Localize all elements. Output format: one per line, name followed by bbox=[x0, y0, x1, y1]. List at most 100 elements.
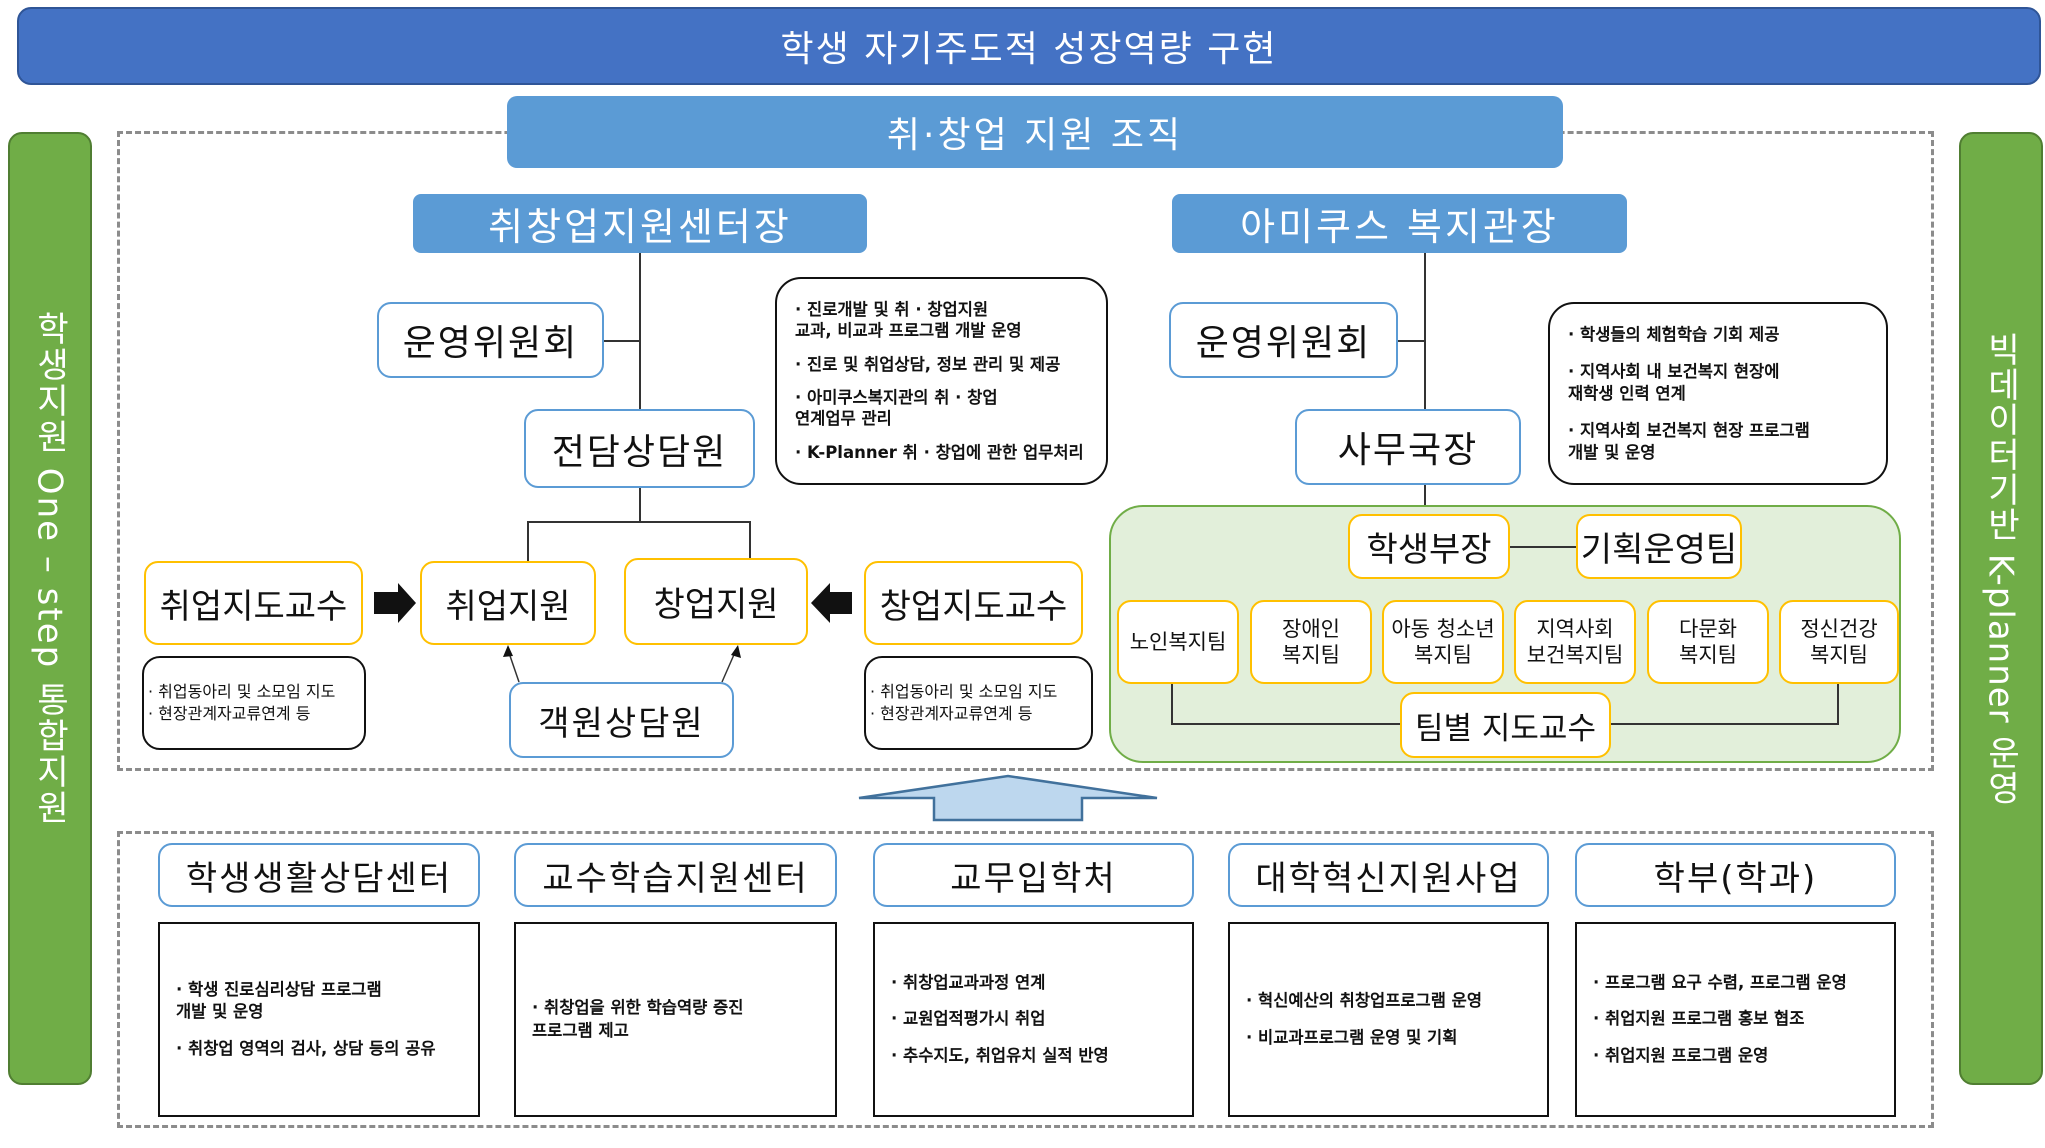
guest-counselor-label: 객원상담원 bbox=[538, 703, 705, 744]
department-item: · 교원업적평가시 취업 bbox=[891, 1009, 1046, 1029]
student-manager-label: 학생부장 bbox=[1366, 530, 1492, 570]
dedicated-counselor-node: 전담상담원 bbox=[524, 409, 755, 488]
department-item: · 취창업 영역의 검사, 상담 등의 공유 bbox=[176, 1038, 436, 1058]
planning-team-label: 기획운영팀 bbox=[1580, 530, 1738, 570]
career-committee-label: 운영위원회 bbox=[402, 323, 579, 364]
career-center-head-label: 취창업지원센터장 bbox=[488, 205, 792, 249]
department-header: 교무입학처 bbox=[873, 843, 1194, 907]
planning-team-node: 기획운영팀 bbox=[1576, 514, 1742, 579]
department-item: · 학생 진로심리상담 프로그램 개발 및 운영 bbox=[176, 980, 382, 1022]
org-banner-title: 취·창업 지원 조직 bbox=[886, 115, 1184, 156]
team-professor-label: 팀별 지도교수 bbox=[1415, 710, 1596, 747]
welfare-center-head-label: 아미쿠스 복지관장 bbox=[1240, 205, 1559, 249]
connector-line bbox=[1424, 253, 1426, 409]
team-label: 정신건강 복지팀 bbox=[1800, 616, 1878, 667]
department-body: · 프로그램 요구 수렴, 프로그램 운영 · 취업지원 프로그램 홍보 협조 … bbox=[1575, 922, 1896, 1117]
connector-line bbox=[527, 521, 751, 523]
duty-item: · 학생들의 체험학습 기회 제공 bbox=[1568, 324, 1780, 344]
connector-line bbox=[639, 253, 641, 409]
employment-professor-node: 취업지도교수 bbox=[144, 561, 363, 645]
support-up-arrow-icon bbox=[858, 774, 1158, 822]
org-banner: 취·창업 지원 조직 bbox=[507, 96, 1563, 168]
student-manager-node: 학생부장 bbox=[1348, 514, 1510, 579]
connector-line bbox=[639, 488, 641, 522]
connector-line bbox=[1398, 340, 1425, 342]
connector-line bbox=[604, 340, 640, 342]
duty-item: · K-Planner 취 · 창업에 관한 업무처리 bbox=[795, 442, 1084, 462]
department-item: · 취업지원 프로그램 홍보 협조 bbox=[1593, 1009, 1805, 1029]
department-item: · 취업지원 프로그램 운영 bbox=[1593, 1045, 1769, 1065]
startup-professor-label: 창업지도교수 bbox=[879, 586, 1068, 627]
side-bar-right-label: 빅데이터기반 K-planner 운영 bbox=[1980, 331, 2021, 806]
employment-support-label: 취업지원 bbox=[445, 586, 571, 627]
duty-item: · 취업동아리 및 소모임 지도 bbox=[870, 681, 1058, 701]
department-header: 학부(학과) bbox=[1575, 843, 1896, 907]
department-name: 교수학습지원센터 bbox=[542, 858, 809, 899]
team-node: 노인복지팀 bbox=[1117, 600, 1239, 684]
connector-line bbox=[1171, 684, 1173, 724]
duty-item: · 취업동아리 및 소모임 지도 bbox=[148, 681, 336, 701]
team-label: 장애인 복지팀 bbox=[1282, 616, 1340, 667]
team-node: 장애인 복지팀 bbox=[1250, 600, 1372, 684]
department-header: 학생생활상담센터 bbox=[158, 843, 480, 907]
startup-professor-node: 창업지도교수 bbox=[864, 561, 1083, 645]
department-name: 학생생활상담센터 bbox=[185, 858, 453, 899]
employment-professor-duties-box: · 취업동아리 및 소모임 지도 · 현장관계자교류연계 등 bbox=[142, 656, 366, 750]
duty-item: · 지역사회 보건복지 현장 프로그램 개발 및 운영 bbox=[1568, 421, 1810, 462]
team-node: 지역사회 보건복지팀 bbox=[1514, 600, 1636, 684]
department-body: · 학생 진로심리상담 프로그램 개발 및 운영 · 취창업 영역의 검사, 상… bbox=[158, 922, 480, 1117]
department-body: · 혁신예산의 취창업프로그램 운영 · 비교과프로그램 운영 및 기획 bbox=[1228, 922, 1549, 1117]
department-body: · 취창업을 위한 학습역량 증진 프로그램 제고 bbox=[514, 922, 837, 1117]
duty-item: · 진로개발 및 취 · 창업지원 교과, 비교과 프로그램 개발 운영 bbox=[795, 299, 1022, 341]
team-label: 노인복지팀 bbox=[1129, 629, 1227, 654]
department-name: 학부(학과) bbox=[1653, 858, 1818, 899]
welfare-center-head: 아미쿠스 복지관장 bbox=[1172, 194, 1627, 253]
employment-support-node: 취업지원 bbox=[420, 561, 596, 645]
department-header: 대학혁신지원사업 bbox=[1228, 843, 1549, 907]
top-banner: 학생 자기주도적 성장역량 구현 bbox=[17, 7, 2041, 85]
connector-line bbox=[1424, 485, 1426, 514]
team-professor-node: 팀별 지도교수 bbox=[1400, 692, 1611, 758]
career-center-head: 취창업지원센터장 bbox=[413, 194, 867, 253]
side-bar-left-label: 학생지원 One – step 통합지원 bbox=[29, 310, 70, 826]
side-bar-left: 학생지원 One – step 통합지원 bbox=[8, 132, 92, 1085]
secretary-general-label: 사무국장 bbox=[1337, 430, 1479, 471]
department-item: · 취창업을 위한 학습역량 증진 프로그램 제고 bbox=[532, 998, 744, 1040]
duty-item: · 현장관계자교류연계 등 bbox=[870, 704, 1033, 723]
startup-support-label: 창업지원 bbox=[653, 585, 779, 625]
welfare-committee-node: 운영위원회 bbox=[1169, 302, 1398, 378]
side-bar-right: 빅데이터기반 K-planner 운영 bbox=[1959, 132, 2043, 1085]
connector-line bbox=[749, 521, 751, 559]
department-header: 교수학습지원센터 bbox=[514, 843, 837, 907]
department-item: · 비교과프로그램 운영 및 기획 bbox=[1246, 1027, 1458, 1047]
department-item: · 추수지도, 취업유치 실적 반영 bbox=[891, 1045, 1109, 1065]
welfare-center-duties-box: · 학생들의 체험학습 기회 제공 · 지역사회 내 보건복지 현장에 재학생 … bbox=[1548, 302, 1888, 485]
team-label: 지역사회 보건복지팀 bbox=[1526, 616, 1624, 667]
duty-item: · 현장관계자교류연계 등 bbox=[148, 704, 311, 723]
career-center-duties-box: · 진로개발 및 취 · 창업지원 교과, 비교과 프로그램 개발 운영 · 진… bbox=[775, 277, 1108, 485]
connector-line bbox=[527, 521, 529, 561]
startup-support-node: 창업지원 bbox=[624, 558, 808, 645]
department-item: · 프로그램 요구 수렴, 프로그램 운영 bbox=[1593, 973, 1847, 993]
guest-counselor-node: 객원상담원 bbox=[509, 682, 734, 758]
team-node: 정신건강 복지팀 bbox=[1779, 600, 1899, 684]
team-label: 아동 청소년 복지팀 bbox=[1391, 616, 1495, 667]
connector-line bbox=[1837, 684, 1839, 724]
departments-dashed-frame bbox=[117, 831, 1934, 1128]
duty-item: · 아미쿠스복지관의 취 · 창업 연계업무 관리 bbox=[795, 388, 998, 429]
connector-line bbox=[1510, 546, 1576, 548]
team-label: 다문화 복지팀 bbox=[1679, 616, 1737, 667]
department-item: · 혁신예산의 취창업프로그램 운영 bbox=[1246, 991, 1483, 1011]
duty-item: · 진로 및 취업상담, 정보 관리 및 제공 bbox=[795, 354, 1061, 374]
department-body: · 취창업교과과정 연계 · 교원업적평가시 취업 · 추수지도, 취업유치 실… bbox=[873, 922, 1194, 1117]
department-name: 교무입학처 bbox=[950, 858, 1117, 899]
dedicated-counselor-label: 전담상담원 bbox=[551, 431, 728, 473]
career-committee-node: 운영위원회 bbox=[377, 302, 604, 378]
welfare-committee-label: 운영위원회 bbox=[1195, 323, 1372, 364]
employment-professor-label: 취업지도교수 bbox=[159, 586, 348, 627]
team-node: 아동 청소년 복지팀 bbox=[1382, 600, 1504, 684]
secretary-general-node: 사무국장 bbox=[1295, 409, 1521, 485]
department-name: 대학혁신지원사업 bbox=[1255, 858, 1522, 899]
startup-professor-duties-box: · 취업동아리 및 소모임 지도 · 현장관계자교류연계 등 bbox=[864, 656, 1093, 750]
top-banner-title: 학생 자기주도적 성장역량 구현 bbox=[780, 29, 1278, 70]
